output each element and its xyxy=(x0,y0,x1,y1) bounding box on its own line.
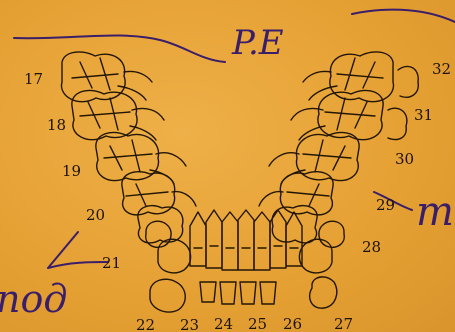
tooth-label-30: 30 xyxy=(395,152,414,167)
bracket-line-right xyxy=(352,10,455,22)
tooth-label-21: 21 xyxy=(102,256,121,271)
tooth-label-24: 24 xyxy=(214,317,233,332)
tooth-label-17: 17 xyxy=(24,72,43,87)
tooth-label-32: 32 xyxy=(432,62,451,77)
header-note: P.E xyxy=(232,26,284,60)
right-note: m xyxy=(416,192,454,232)
right-molar-row xyxy=(259,52,418,243)
tooth-label-18: 18 xyxy=(47,118,66,133)
tooth-label-25: 25 xyxy=(248,317,267,332)
canine-pair xyxy=(146,221,345,273)
tooth-label-31: 31 xyxy=(414,108,433,123)
lower-teeth-row xyxy=(150,277,337,312)
tooth-label-27: 27 xyxy=(334,317,353,332)
tooth-label-22: 22 xyxy=(136,318,155,332)
tooth-label-28: 28 xyxy=(362,240,381,255)
left-molar-row xyxy=(61,52,196,243)
upper-incisor-row xyxy=(190,210,302,270)
tooth-label-29: 29 xyxy=(376,198,395,213)
tooth-label-20: 20 xyxy=(86,208,105,223)
tooth-label-23: 23 xyxy=(180,318,199,332)
tooth-label-26: 26 xyxy=(283,317,302,332)
bracket-line-top xyxy=(14,35,225,62)
arrow-line-left xyxy=(48,232,108,268)
tooth-label-19: 19 xyxy=(62,164,81,179)
left-note: под xyxy=(0,280,67,318)
